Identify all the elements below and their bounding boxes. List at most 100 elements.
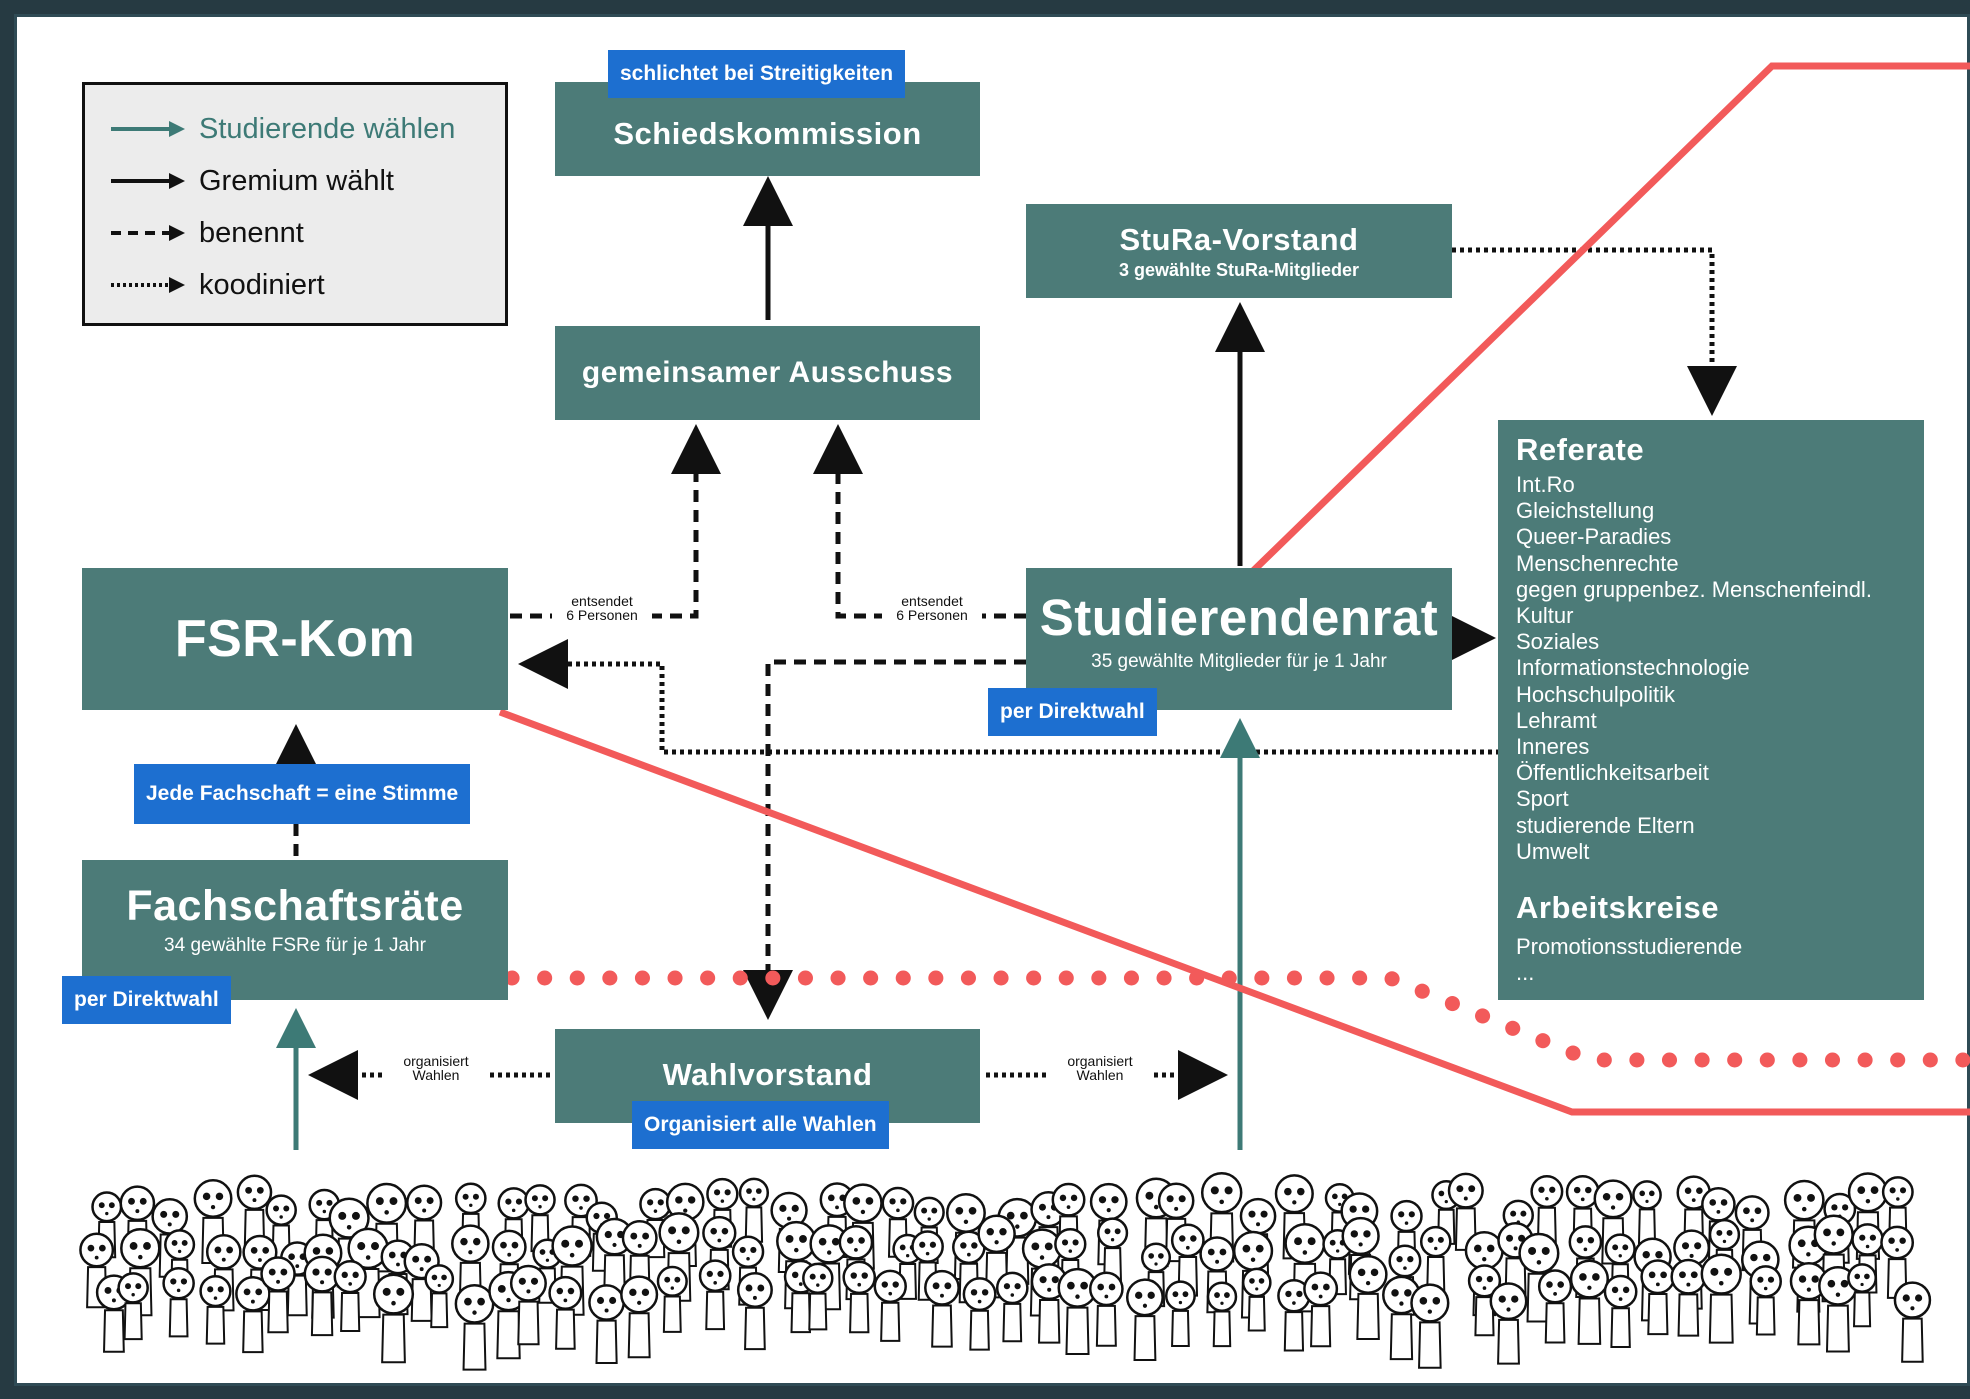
student-figure	[1603, 1274, 1638, 1348]
stura-vorstand-title: StuRa-Vorstand	[1119, 221, 1359, 257]
student-figure	[873, 1269, 907, 1342]
referate-heading: Referate	[1516, 432, 1645, 467]
student-figure	[1467, 1264, 1502, 1337]
solid-arrow-icon	[111, 173, 185, 189]
student-figure	[1157, 1182, 1195, 1263]
badge-direktwahl-fsr: per Direktwahl	[62, 976, 231, 1024]
edge-label-organisiert-right: organisiert Wahlen	[1050, 1054, 1150, 1082]
legend-item-koodiniert: koodiniert	[109, 265, 325, 305]
legend-label: Gremium wählt	[199, 164, 394, 197]
student-figure	[548, 1275, 583, 1350]
edge-label-line: Wahlen	[412, 1067, 460, 1083]
student-figure	[333, 1259, 367, 1333]
student-figure	[117, 1272, 149, 1341]
studierendenrat-box: Studierendenrat 35 gewählte Mitglieder f…	[1026, 568, 1452, 710]
student-figure	[1789, 1262, 1829, 1346]
student-figure	[509, 1264, 547, 1346]
student-figure	[1241, 1267, 1272, 1332]
legend-label: benennt	[199, 216, 304, 249]
student-figure	[924, 1269, 960, 1348]
fachschaftsraete-box: Fachschaftsräte 34 gewählte FSRe für je …	[82, 860, 508, 1000]
referat-item: Öffentlichkeitsarbeit	[1516, 760, 1709, 786]
student-figure	[620, 1275, 659, 1359]
student-figure	[738, 1177, 770, 1243]
student-figure	[260, 1256, 296, 1334]
edge-label-line: entsendet	[571, 593, 633, 609]
referat-item: Informationstechnologie	[1516, 655, 1750, 681]
legend-item-gremium-waehlt: Gremium wählt	[109, 161, 394, 201]
red-overlay-line-upper	[1249, 62, 1970, 575]
legend-item-benennt: benennt	[109, 213, 304, 253]
studierendenrat-title: Studierendenrat	[1039, 589, 1439, 646]
legend-item-studierende-waehlen: Studierende wählen	[109, 109, 455, 149]
referat-item: Sport	[1516, 786, 1569, 812]
edge-label-line: 6 Personen	[566, 607, 638, 623]
arbeitskreise-heading: Arbeitskreise	[1516, 890, 1719, 925]
dashed-arrow-icon	[111, 225, 185, 241]
arrow-stura-ausschuss	[813, 424, 1026, 619]
edge-label-organisiert-left: organisiert Wahlen	[386, 1054, 486, 1082]
student-figure	[1089, 1271, 1124, 1347]
arrow-fsrkom-ausschuss	[510, 424, 721, 619]
arbeitskreis-item: Promotionsstudierende	[1516, 934, 1743, 959]
student-figure	[372, 1273, 415, 1364]
student-figure	[842, 1260, 877, 1334]
referat-item: Lehramt	[1516, 707, 1597, 733]
student-figure	[162, 1266, 195, 1338]
referat-item: Umwelt	[1516, 838, 1590, 864]
student-figure	[962, 1277, 997, 1351]
fsr-kom-title: FSR-Kom	[174, 610, 416, 668]
referat-item: Soziales	[1516, 629, 1600, 655]
student-figure	[1170, 1223, 1205, 1297]
arbeitskreise-list: Promotionsstudierende ...	[1516, 934, 1742, 986]
legend: Studierende wählen Gremium wählt benennt…	[82, 82, 508, 326]
student-figure	[656, 1265, 688, 1333]
arrow-inneres-fsrkom	[518, 639, 1508, 755]
referat-item: Hochschulpolitik	[1516, 681, 1675, 707]
badge-wahlen: Organisiert alle Wahlen	[632, 1101, 889, 1149]
stura-vorstand-sub: 3 gewählte StuRa-Mitglieder	[1118, 259, 1360, 280]
student-figure	[1382, 1275, 1421, 1361]
wahlvorstand-title: Wahlvorstand	[662, 1057, 873, 1092]
edge-label-line: organisiert	[403, 1053, 469, 1069]
student-figure	[995, 1271, 1029, 1343]
student-figure	[91, 1191, 123, 1259]
student-figure	[1530, 1175, 1564, 1247]
student-figure	[698, 1259, 732, 1331]
studierendenrat-sub: 35 gewählte Mitglieder für je 1 Jahr	[1091, 651, 1387, 672]
students-crowd-icon	[79, 1171, 1932, 1371]
stura-vorstand-box: StuRa-Vorstand 3 gewählte StuRa-Mitglied…	[1026, 204, 1452, 298]
legend-label: Studierende wählen	[199, 112, 456, 145]
student-figure	[303, 1255, 341, 1337]
badge-fachschaft-stimme: Jede Fachschaft = eine Stimme	[134, 764, 471, 824]
student-figure	[1410, 1283, 1450, 1369]
referat-item: Queer-Paradies	[1516, 524, 1672, 550]
student-figure	[588, 1284, 625, 1364]
student-figure	[1206, 1281, 1238, 1348]
dotted-arrow-icon	[111, 277, 185, 293]
edge-label-entsendet-right: entsendet 6 Personen	[882, 594, 982, 622]
student-figure	[1125, 1278, 1164, 1361]
student-figure	[235, 1276, 271, 1354]
edge-label-line: organisiert	[1067, 1053, 1133, 1069]
student-figure	[736, 1271, 773, 1351]
referat-item: Inneres	[1516, 734, 1590, 760]
edge-label-line: Wahlen	[1076, 1067, 1124, 1083]
student-figure	[1303, 1271, 1339, 1348]
red-overlay-line-lower	[498, 708, 1970, 1116]
referate-list: Int.Ro Gleichstellung Queer-Paradies Men…	[1516, 472, 1872, 865]
student-figure	[95, 1274, 132, 1353]
referat-item: Kultur	[1516, 603, 1574, 629]
arbeitskreis-item: ...	[1516, 960, 1535, 986]
student-figure	[1277, 1278, 1311, 1352]
ausschuss-box: gemeinsamer Ausschuss	[555, 326, 980, 420]
student-figure	[1893, 1281, 1932, 1363]
student-figure	[1749, 1265, 1782, 1336]
fachschaftsraete-title: Fachschaftsräte	[126, 882, 464, 930]
badge-schlichtet: schlichtet bei Streitigkeiten	[608, 50, 906, 98]
student-figure	[199, 1274, 232, 1345]
edge-label-line: 6 Personen	[896, 607, 968, 623]
edge-label-line: entsendet	[901, 593, 963, 609]
student-figure	[1537, 1269, 1573, 1344]
arrow-stura-wahlvorstand	[743, 659, 1026, 1020]
